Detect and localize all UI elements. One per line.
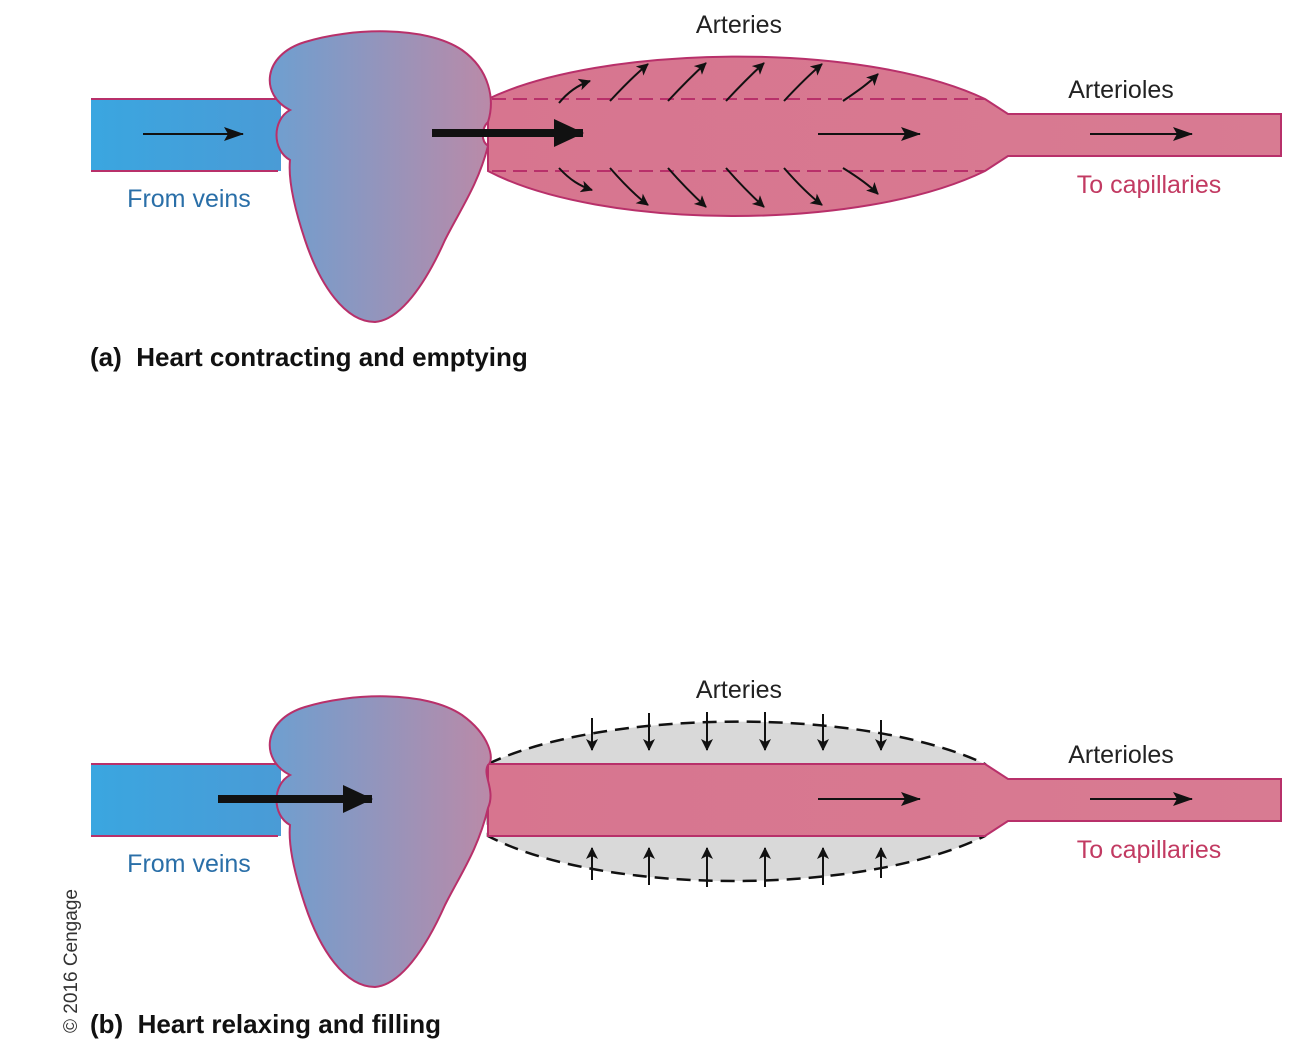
stretch-arrow [783, 167, 823, 206]
arteries-label: Arteries [696, 676, 782, 704]
stretch-arrow [667, 62, 707, 102]
panel-a-caption: (a) Heart contracting and emptying [90, 342, 528, 372]
stretch-arrows-bottom [558, 167, 879, 208]
copyright-notice: © 2016 Cengage [61, 889, 82, 1033]
stretch-arrow [783, 63, 823, 102]
artery-expanded [487, 55, 1282, 217]
stretch-arrow [609, 167, 649, 206]
to-capillaries-label: To capillaries [1077, 171, 1222, 199]
panel-a: Arteries Arterioles From veins To capill… [90, 11, 1282, 372]
heart-chamber [268, 30, 492, 324]
recoil-arrows-bottom [586, 847, 887, 887]
arterioles-label: Arterioles [1068, 76, 1174, 104]
stretch-arrow [725, 62, 765, 102]
stretch-arrow [558, 167, 593, 193]
stretch-arrow [842, 73, 879, 102]
stretch-arrow [842, 167, 879, 195]
stretch-arrows-top [558, 62, 879, 104]
to-capillaries-label: To capillaries [1077, 836, 1222, 864]
from-veins-label: From veins [127, 850, 251, 878]
recoil-arrows-top [586, 712, 887, 751]
arteries-label: Arteries [696, 11, 782, 39]
panel-b: Arteries Arterioles From veins To capill… [90, 676, 1282, 1039]
stretch-arrow [667, 167, 707, 208]
stretch-arrow [725, 167, 765, 208]
arterioles-label: Arterioles [1068, 741, 1174, 769]
stretch-arrow [558, 78, 591, 104]
panel-b-caption: (b) Heart relaxing and filling [90, 1009, 441, 1039]
from-veins-label: From veins [127, 185, 251, 213]
heart-chamber [268, 695, 492, 989]
stretch-arrow [609, 63, 649, 102]
